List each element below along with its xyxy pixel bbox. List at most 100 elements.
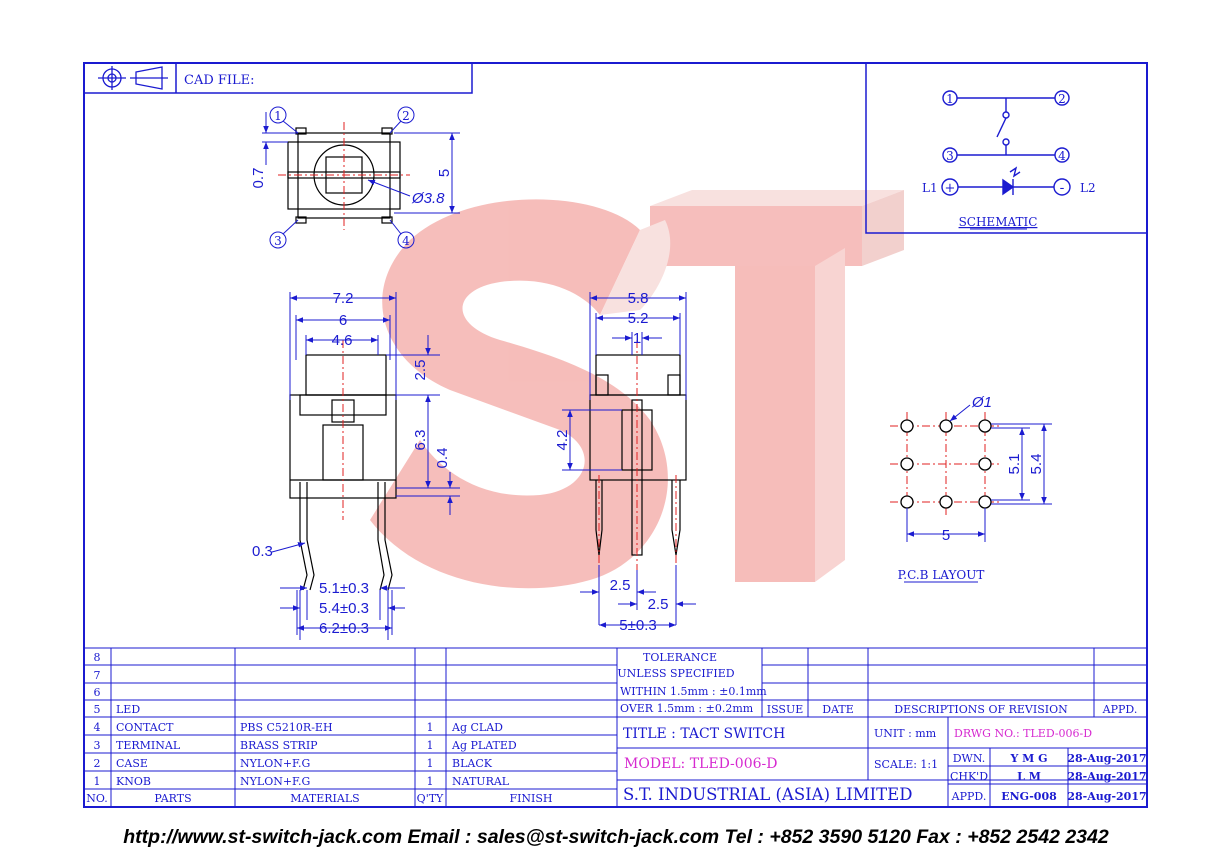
led-plus-sign: + [945,181,956,196]
header-no: NO. [86,792,108,805]
dim-5-8: 5.8 [628,290,649,307]
header-finish: FINISH [509,792,552,805]
dwn-date: 28-Aug-2017 [1067,752,1146,765]
dim-5-tol: 5±0.3 [619,617,656,634]
row-4-no: 4 [94,721,101,734]
front-view-drawing: 7.2 6 4.6 2.5 6.3 0.4 0.3 5.1±0.3 5.4±0.… [252,290,460,640]
date-header: DATE [822,703,854,716]
dim-6-2-tol: 6.2±0.3 [319,620,369,637]
top-view-drawing: 1 2 3 4 0.7 5 Ø3.8 [250,106,460,249]
drawing-number: DRWG NO.: TLED-006-D [954,727,1092,740]
row-2-no: 2 [94,757,101,770]
row-5-no: 5 [94,703,101,716]
cad-file-label: CAD FILE: [184,73,255,88]
dim-4-6: 4.6 [332,332,353,349]
issue-header: ISSUE [767,703,804,716]
dim-dia-3-8: Ø3.8 [411,190,445,207]
model-number: MODEL: TLED-006-D [624,756,777,772]
row-3-finish: Ag PLATED [451,739,517,752]
dim-2-5-height: 2.5 [412,360,429,381]
dim-0-3: 0.3 [252,543,273,560]
pcb-dim-5-1: 5.1 [1006,454,1023,475]
pcb-dia-1: Ø1 [971,394,992,411]
cad-file-header: CAD FILE: [83,62,473,94]
drawing-title: TITLE : TACT SWITCH [623,726,785,742]
row-1-finish: NATURAL [452,775,510,788]
row-5-part: LED [116,703,140,716]
schematic-pin-1: 1 [946,92,954,106]
header-materials: MATERIALS [290,792,359,805]
dim-0-7: 0.7 [250,168,267,189]
dim-5-1-tol: 5.1±0.3 [319,580,369,597]
row-2-qty: 1 [427,757,434,770]
top-pin-1: 1 [274,109,282,123]
unless-specified: UNLESS SPECIFIED [617,667,734,680]
chkd-date: 28-Aug-2017 [1067,770,1146,783]
top-pin-2: 2 [402,109,410,123]
title-block: TOLERANCE UNLESS SPECIFIED WITHIN 1.5mm … [617,648,1147,807]
dim-4-2: 4.2 [554,430,571,451]
row-1-qty: 1 [427,775,434,788]
row-1-material: NYLON+F.G [240,775,310,788]
led-l1-label: L1 [922,181,938,195]
contact-footer: http://www.st-switch-jack.com Email : sa… [123,826,1109,848]
descriptions-header: DESCRIPTIONS OF REVISION [894,703,1068,716]
header-parts: PARTS [154,792,191,805]
row-4-material: PBS C5210R-EH [240,721,333,734]
pcb-dim-5-4: 5.4 [1028,454,1045,475]
chkd-by: L M [1017,770,1041,783]
row-3-no: 3 [94,739,101,752]
pcb-dim-5: 5 [942,527,950,544]
dwn-label: DWN. [953,752,986,765]
pcb-layout-drawing: Ø1 5.1 5.4 5 P.C.B LAYOUT [890,394,1052,583]
parts-table: 8 7 6 5 LED 4 CONTACT PBS C5210R-EH 1 Ag… [84,647,1147,807]
header-qty: Q'TY [417,792,444,805]
dim-6: 6 [339,312,347,329]
led-minus-sign: - [1060,180,1065,196]
row-3-qty: 1 [427,739,434,752]
chkd-label: CHK'D [950,770,988,783]
row-2-material: NYLON+F.G [240,757,310,770]
unit-label: UNIT : mm [874,727,937,740]
company-name: S.T. INDUSTRIAL (ASIA) LIMITED [623,785,912,804]
row-3-part: TERMINAL [116,739,181,752]
row-8-no: 8 [94,651,101,664]
schematic-label: SCHEMATIC [959,215,1038,229]
dim-6-3: 6.3 [412,430,429,451]
led-l2-label: L2 [1080,181,1096,195]
dim-5: 5 [436,169,453,177]
row-4-part: CONTACT [116,721,174,734]
top-pin-4: 4 [402,234,410,248]
dim-2-5-a: 2.5 [610,577,631,594]
schematic-pin-4: 4 [1058,149,1066,163]
appd-date: 28-Aug-2017 [1067,790,1146,803]
schematic-pin-2: 2 [1058,92,1066,106]
row-1-part: KNOB [116,775,151,788]
row-4-finish: Ag CLAD [451,721,503,734]
appd-label: APPD. [951,790,987,803]
tolerance-within: WITHIN 1.5mm : ±0.1mm [620,685,767,698]
tolerance-label: TOLERANCE [643,651,717,664]
row-1-no: 1 [94,775,101,788]
row-7-no: 7 [94,669,101,682]
schematic-pin-3: 3 [946,149,954,163]
dwn-by: Y M G [1009,752,1047,765]
schematic-panel: 1 2 3 4 + - L1 L2 SCHEMATIC [865,62,1148,234]
row-4-qty: 1 [427,721,434,734]
appd-header: APPD. [1102,703,1138,716]
projection-symbol-icon [98,66,168,90]
dim-5-2: 5.2 [628,310,649,327]
dim-0-4: 0.4 [434,448,451,469]
side-view-drawing: 5.8 5.2 1 4.2 2.5 2.5 5±0.3 [554,290,696,634]
dim-7-2: 7.2 [333,290,354,307]
pcb-layout-label: P.C.B LAYOUT [898,568,985,582]
scale-label: SCALE: 1:1 [874,758,938,771]
row-3-material: BRASS STRIP [240,739,318,752]
row-6-no: 6 [94,686,101,699]
dim-1: 1 [633,330,641,347]
tolerance-over: OVER 1.5mm : ±0.2mm [620,702,754,715]
row-2-part: CASE [116,757,148,770]
row-2-finish: BLACK [452,757,493,770]
dim-5-4-tol: 5.4±0.3 [319,600,369,617]
